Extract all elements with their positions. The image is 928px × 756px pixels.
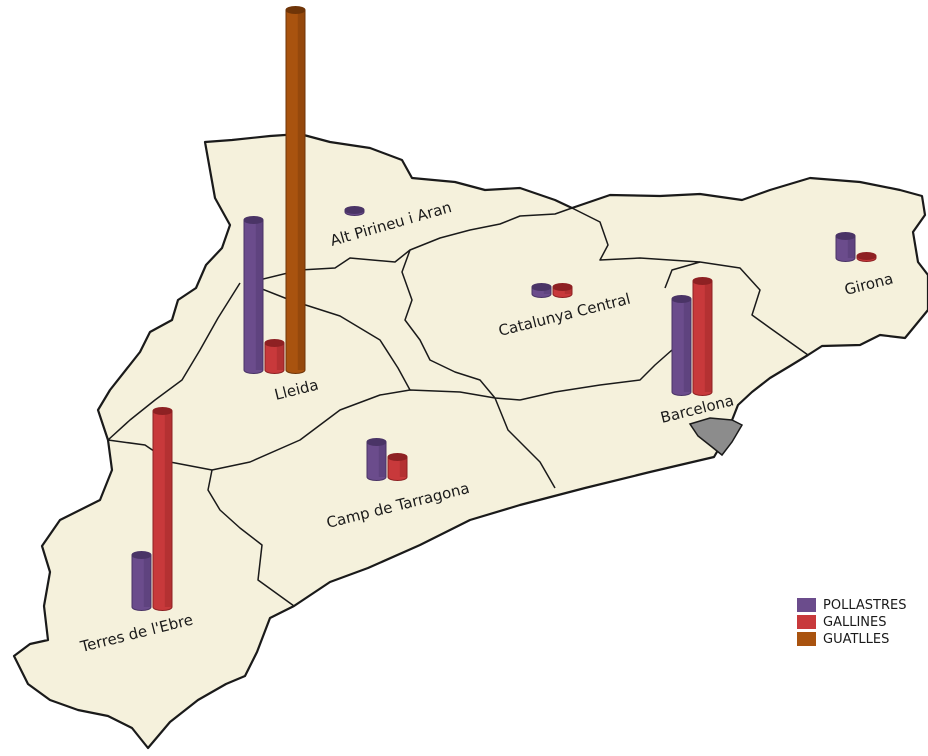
legend-label-pollastres: POLLASTRES <box>823 597 907 613</box>
legend-label-guatlles: GUATLLES <box>823 631 890 647</box>
legend-swatch-pollastres <box>797 598 816 612</box>
catalonia-outline <box>12 132 928 750</box>
region-borders <box>107 207 809 607</box>
bar-lleida-guatlles <box>285 6 306 374</box>
bar-barcelona-pollastres <box>671 295 692 396</box>
bar-barcelona-gallines <box>692 277 713 396</box>
legend-item-gallines: GALLINES <box>797 614 906 630</box>
legend: POLLASTRES GALLINES GUATLLES <box>797 597 906 648</box>
bar-girona-pollastres <box>835 232 856 262</box>
bar-girona-gallines <box>856 252 877 262</box>
bar-lleida-pollastres <box>243 216 264 374</box>
bars-layer <box>131 6 877 611</box>
barcelones-region <box>688 417 744 457</box>
bar-terres-ebre-gallines <box>152 407 173 611</box>
bar-camp-tarragona-pollastres <box>366 438 387 481</box>
legend-item-guatlles: GUATLLES <box>797 631 906 647</box>
bar-lleida-gallines <box>264 339 285 374</box>
bar-camp-tarragona-gallines <box>387 453 408 481</box>
legend-swatch-gallines <box>797 615 816 629</box>
bar-catalunya-central-pollastres <box>531 283 552 298</box>
bar-alt-pirineu-pollastres <box>344 206 365 216</box>
bar-terres-ebre-pollastres <box>131 551 152 611</box>
bar-catalunya-central-gallines <box>552 283 573 298</box>
legend-swatch-guatlles <box>797 632 816 646</box>
legend-item-pollastres: POLLASTRES <box>797 597 906 613</box>
legend-label-gallines: GALLINES <box>823 614 887 630</box>
